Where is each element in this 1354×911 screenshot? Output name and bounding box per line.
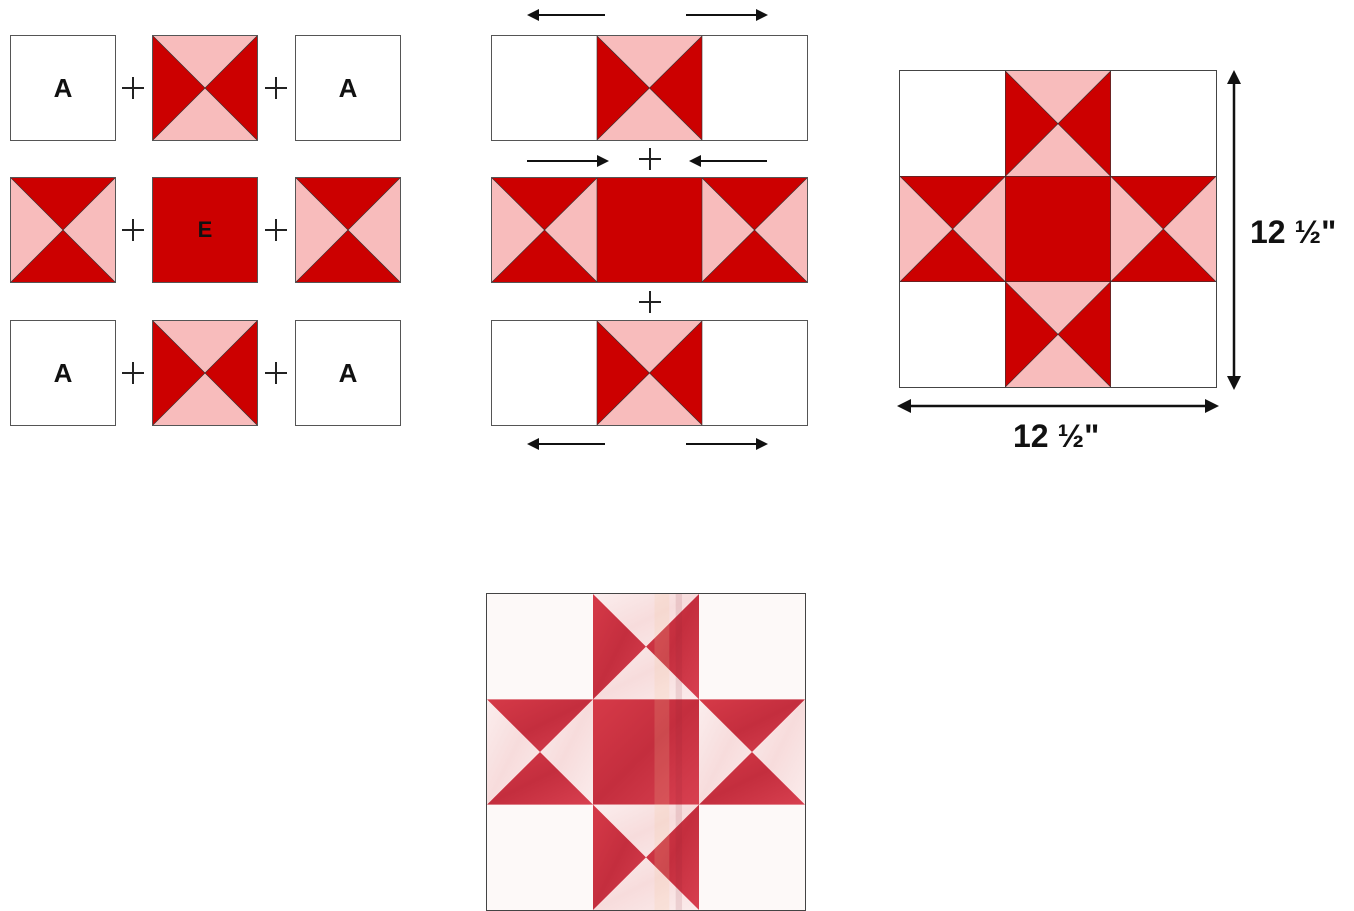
width-dimension-label: 12 ½" xyxy=(1013,418,1100,454)
finished-ohio-star-block xyxy=(899,70,1217,388)
plus-sign xyxy=(122,219,144,241)
plus-sign xyxy=(639,148,661,170)
finished-block-photo xyxy=(486,593,806,911)
hourglass-unit-horizontal xyxy=(295,177,401,283)
unit-label: E xyxy=(197,217,213,242)
plus-sign xyxy=(265,77,287,99)
height-dimension-arrow xyxy=(1226,70,1242,390)
press-arrow-left xyxy=(527,8,607,22)
plus-sign xyxy=(265,219,287,241)
unit-a-r1c3: A xyxy=(295,35,401,141)
hourglass-unit-vertical xyxy=(152,320,258,426)
press-arrow-left xyxy=(527,437,607,451)
unit-label: A xyxy=(53,357,73,388)
press-arrow-right xyxy=(686,437,768,451)
unit-a-r1c1: A xyxy=(10,35,116,141)
unit-label: A xyxy=(338,357,358,388)
unit-a-r3c3: A xyxy=(295,320,401,426)
press-arrow-right xyxy=(527,154,609,168)
plus-sign xyxy=(639,291,661,313)
press-arrow-right xyxy=(686,8,768,22)
unit-label: A xyxy=(338,72,358,103)
hourglass-unit-vertical xyxy=(152,35,258,141)
height-dimension-label: 12 ½" xyxy=(1250,214,1337,250)
press-arrow-left xyxy=(689,154,769,168)
hourglass-unit-horizontal xyxy=(10,177,116,283)
unit-a-r3c1: A xyxy=(10,320,116,426)
sewn-row-middle xyxy=(491,177,808,283)
plus-sign xyxy=(122,362,144,384)
unit-e-center: E xyxy=(152,177,258,283)
unit-label: A xyxy=(53,72,73,103)
sewn-row-bottom xyxy=(491,320,808,426)
width-dimension-arrow xyxy=(897,398,1219,414)
plus-sign xyxy=(265,362,287,384)
plus-sign xyxy=(122,77,144,99)
sewn-row-top xyxy=(491,35,808,141)
